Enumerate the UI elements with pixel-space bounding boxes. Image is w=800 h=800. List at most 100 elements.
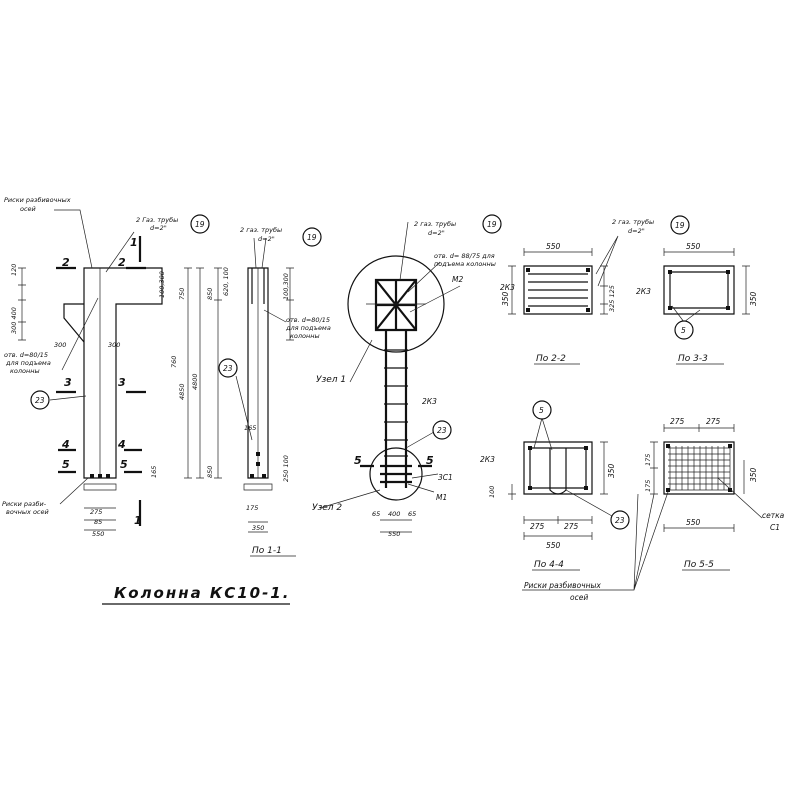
s55-mesh [668,446,731,491]
bubble-19-s22-text: 19 [675,221,685,230]
cage-label-2k3: 2К3 [422,397,437,406]
dim-750: 750 [178,288,186,300]
dim-760: 760 [170,356,178,368]
label-gas-pipe: 2 Газ. трубы [136,216,178,224]
s22-dim-350: 350 [501,291,510,306]
dim-300-400: 300 400 [10,307,18,334]
section-4-label: По 4-4 [534,560,564,570]
s22-label-2k3: 2К3 [500,283,515,292]
side-dim-bottom [248,521,268,533]
side-dim-100-300: 100,300 [282,273,290,300]
s44-leaders [533,417,613,517]
dim-100-300: 100,300 [158,271,166,298]
s22-dim-325-125: 325 125 [608,285,616,312]
label-hole-1: отв. d=80/15 [4,351,48,359]
side-dim-right [286,267,294,341]
s44-outline [523,441,593,495]
dim-275-bottom: 275 [90,508,102,516]
section-1-label: По 1-1 [252,546,282,556]
cage-top-bracing [375,279,417,331]
side-base [243,483,273,491]
s44-dim-right [600,441,608,495]
leader-hole [61,297,99,371]
cage-dim-420: 400 [388,510,400,518]
cage-label-hole-2: подъема колонны [434,260,496,268]
leader-23 [49,395,87,401]
label-hole-2: для подъема [5,359,51,367]
s22-dim-right [600,265,608,315]
mark-3-right: 3 [118,376,126,389]
mark-2-right: 2 [118,256,126,269]
section-3-label: По 3-3 [678,354,708,364]
dim-left [18,267,26,341]
s55-label-grid: сетка [762,511,785,520]
side-dim-160: 165 [244,424,256,432]
mark-1-top: 1 [130,236,138,249]
side-leader-hole [263,309,287,323]
column-base [83,483,117,491]
cage-label-gas-pipe-d: d=2" [428,229,445,237]
side-leader-23 [235,375,253,441]
bubble-19-cage [482,214,502,234]
dim-120-left: 120 [10,264,18,276]
s55-dim-175-top: 175 [644,454,652,466]
side-view: 2 газ. трубы d=2" 19 отв. d=80/15 для по… [206,226,331,557]
section-3-3: 550 2К3 350 5 По 3-3 [636,242,758,365]
side-dim-810: 850 [206,466,214,478]
label-hole-3: колонны [10,367,40,375]
risks-br-leaders [522,491,669,591]
side-dim-left [214,267,222,479]
cage-view: 2 газ. трубы d=2" 19 отв. d= 88/75 для п… [312,214,502,538]
mark-2-left: 2 [62,256,70,269]
cage-stirrups [384,349,408,457]
cage-mark-5-left: 5 [354,454,362,467]
bubble-23-side-text: 23 [223,364,233,373]
s55-leader-grid [717,477,763,519]
s55-dim-275-right: 275 [706,417,721,426]
leader-gas-pipe [105,231,135,273]
label-gas-pipe-d: d=2" [150,224,167,232]
side-dim-620-100: 620, 100 [222,267,230,296]
s44-label-2k3: 2К3 [480,455,495,464]
cage-label-3c1: 3С1 [438,473,453,482]
s44-dim-275-left: 275 [530,522,545,531]
s55-dim-275-left: 275 [670,417,685,426]
dim-160: 165 [150,466,158,478]
s33-dim-right [742,265,750,315]
bubble-23-cage-text: 23 [437,426,447,435]
mark-3-left: 3 [64,376,72,389]
s55-label-grid-c1: С1 [770,523,780,532]
s44-hook [549,448,567,495]
label-risks-2: осей [20,205,36,213]
s55-dim-175-bottom: 175 [644,480,652,492]
bubble-5-s33 [674,320,694,340]
cage-main-bars [384,330,408,488]
s44-dim-left [508,484,516,500]
label-risks-bl-2: вочных осей [6,508,49,516]
cage-dim-bottom [380,519,412,533]
section-5-label: По 5-5 [684,560,714,570]
bubble-19-s22 [670,215,690,235]
cage-dim-65-left: 65 [372,510,380,518]
cage-base-grid [380,464,412,484]
side-dim-850: 850 [206,288,214,300]
cage-mark-5-right: 5 [426,454,434,467]
dim-4850: 4850 [178,383,186,400]
side-label-gas-pipe: 2 газ. трубы [240,226,282,234]
node-2-circle [369,447,423,501]
bubble-23-front-text: 23 [35,396,45,405]
section-2-2: 550 2К3 350 325 125 2 газ. трубы d=2" 19… [500,215,690,365]
cage-leaders [319,221,461,509]
s44-dim-275-right: 275 [564,522,579,531]
s55-dim-550: 550 [686,518,701,527]
s22-label-gas-pipe-d: d=2" [628,227,645,235]
s44-dim-bottom-total [523,532,593,540]
dim-550-bottom: 550 [92,530,104,538]
s44-dim-550: 550 [546,541,561,550]
risks-bottom-right: Риски разбивочных осей [522,491,669,602]
side-label-hole-3: колонны [290,332,320,340]
s33-outline [663,265,735,315]
section-4-4: 5 2К3 350 100 275 275 550 23 По 4-4 [480,400,630,571]
dim-right [184,267,204,479]
bubble-19-side [302,227,322,247]
